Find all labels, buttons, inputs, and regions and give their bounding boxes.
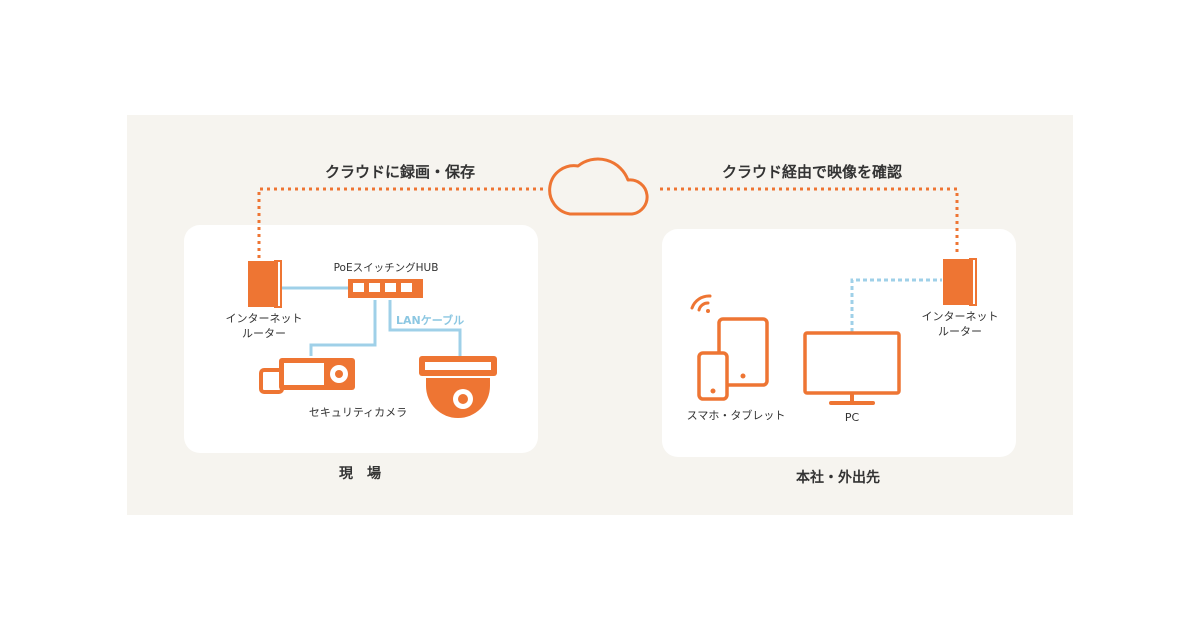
cloud-link-left xyxy=(257,187,545,258)
mobile-label: スマホ・タブレット xyxy=(687,408,786,422)
office-router-label-line2: ルーター xyxy=(938,325,982,338)
monitor-icon xyxy=(803,331,901,405)
cloud-record-label: クラウドに録画・保存 xyxy=(325,163,475,181)
dome-camera-icon xyxy=(419,356,497,418)
lan-lines-site xyxy=(281,286,462,356)
lan-line-office xyxy=(850,278,942,332)
site-router-label-line1: インターネット xyxy=(226,312,303,325)
cloud-link-right xyxy=(660,187,959,255)
router-icon xyxy=(248,260,282,308)
lan-cable-label: LANケーブル xyxy=(396,313,464,327)
office-router-icon xyxy=(943,258,977,306)
bullet-camera-icon xyxy=(259,358,355,394)
office-section-label: 本社・外出先 xyxy=(796,469,880,486)
office-router-label-line1: インターネット xyxy=(922,310,999,323)
pc-label: PC xyxy=(845,411,860,424)
hub-label: PoEスイッチングHUB xyxy=(334,261,439,274)
wifi-icon xyxy=(690,294,712,313)
site-section-label: 現 場 xyxy=(339,465,381,482)
camera-label: セキュリティカメラ xyxy=(309,406,407,419)
smartphone-icon xyxy=(697,351,729,401)
hub-icon xyxy=(348,279,423,298)
cloud-icon xyxy=(548,157,649,216)
cloud-view-label: クラウド経由で映像を確認 xyxy=(722,163,902,181)
site-router-label-line2: ルーター xyxy=(242,327,286,340)
